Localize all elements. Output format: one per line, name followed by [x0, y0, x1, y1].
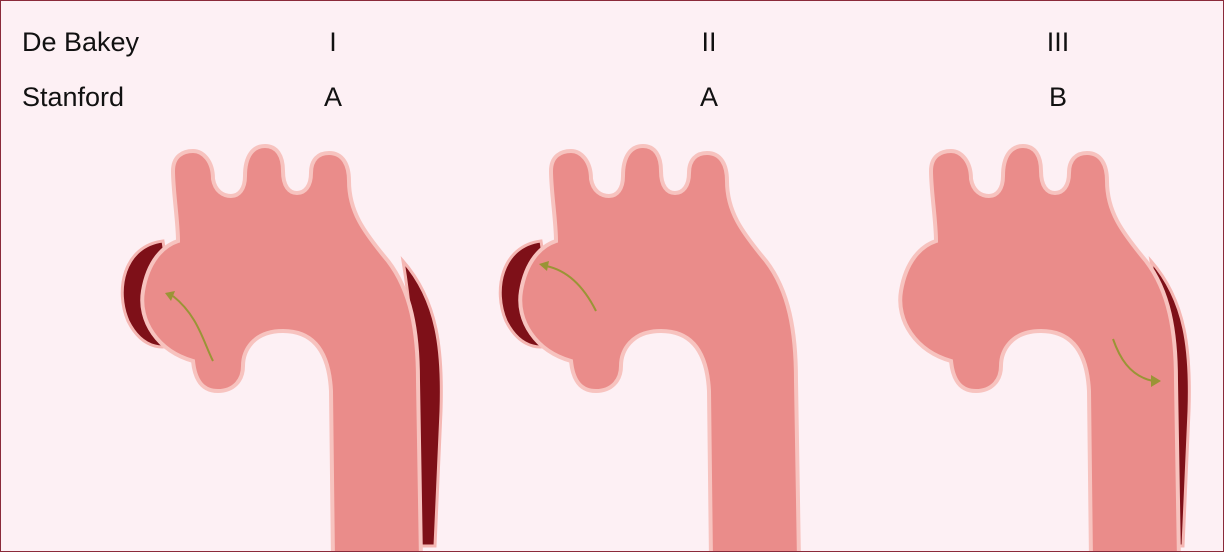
aorta-lumen	[142, 146, 421, 551]
aorta-lumen	[520, 146, 799, 551]
aorta-lumen	[900, 146, 1179, 551]
aorta-type-3	[900, 146, 1189, 551]
aorta-type-1	[122, 146, 441, 551]
aorta-type-2	[500, 146, 799, 551]
